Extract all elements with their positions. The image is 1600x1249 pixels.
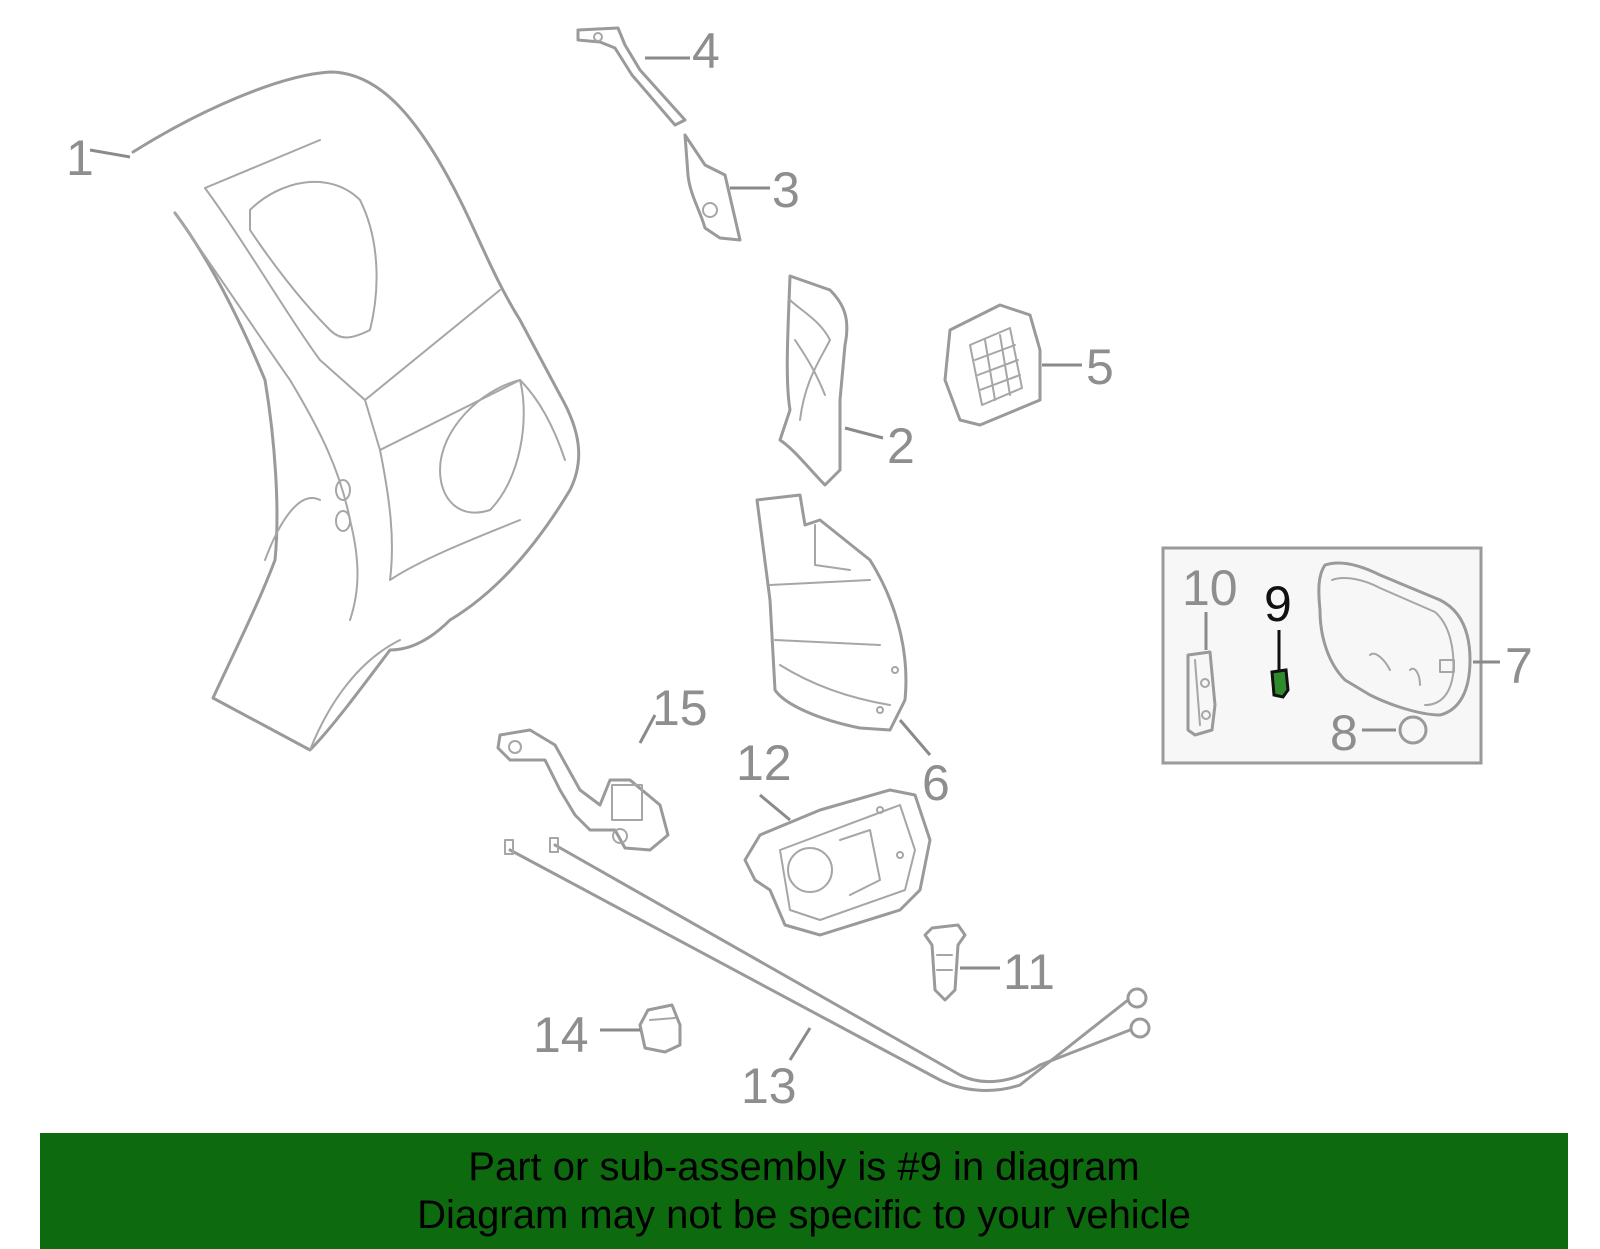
callout-9[interactable]: 9 [1264,576,1292,632]
inset-fuel-door-assembly [1161,546,1500,765]
part-1-quarter-panel[interactable] [89,70,581,752]
callout-2[interactable]: 2 [887,418,915,474]
callout-5[interactable]: 5 [1086,339,1114,395]
part-11-push-pin[interactable] [923,923,1000,1002]
part-14-clip[interactable] [600,1003,682,1054]
callout-13[interactable]: 13 [741,1058,797,1114]
callout-6[interactable]: 6 [922,755,950,811]
part-8-grommet[interactable] [1362,715,1428,745]
callout-14[interactable]: 14 [533,1007,589,1063]
callout-15[interactable]: 15 [652,680,708,736]
callout-10[interactable]: 10 [1182,560,1238,616]
callout-12[interactable]: 12 [736,735,792,791]
banner-line-part-info: Part or sub-assembly is #9 in diagram [468,1145,1140,1189]
part-3-small-bracket[interactable] [683,133,770,242]
part-9-highlighted-clip[interactable] [1270,630,1290,699]
callout-7[interactable]: 7 [1505,638,1533,694]
callout-1[interactable]: 1 [66,130,94,186]
callout-3[interactable]: 3 [772,162,800,218]
callout-11[interactable]: 11 [1003,944,1055,1000]
callout-4[interactable]: 4 [692,23,720,79]
part-15-hinge[interactable] [496,714,670,852]
callout-8[interactable]: 8 [1330,705,1358,761]
part-7-fuel-door[interactable] [1317,561,1500,717]
part-12-filler-housing[interactable] [743,788,932,937]
banner-line-disclaimer: Diagram may not be specific to your vehi… [417,1193,1191,1237]
notice-banner: Part or sub-assembly is #9 in diagram Di… [40,1133,1568,1249]
part-10-bracket[interactable] [1186,612,1217,737]
part-13-release-cable[interactable] [504,837,1151,1092]
part-6-splash-shield[interactable] [755,493,932,756]
part-5-vent-grille[interactable] [943,303,1082,427]
part-4-upper-bracket[interactable] [576,26,690,127]
part-2-inner-bracket[interactable] [778,274,884,487]
